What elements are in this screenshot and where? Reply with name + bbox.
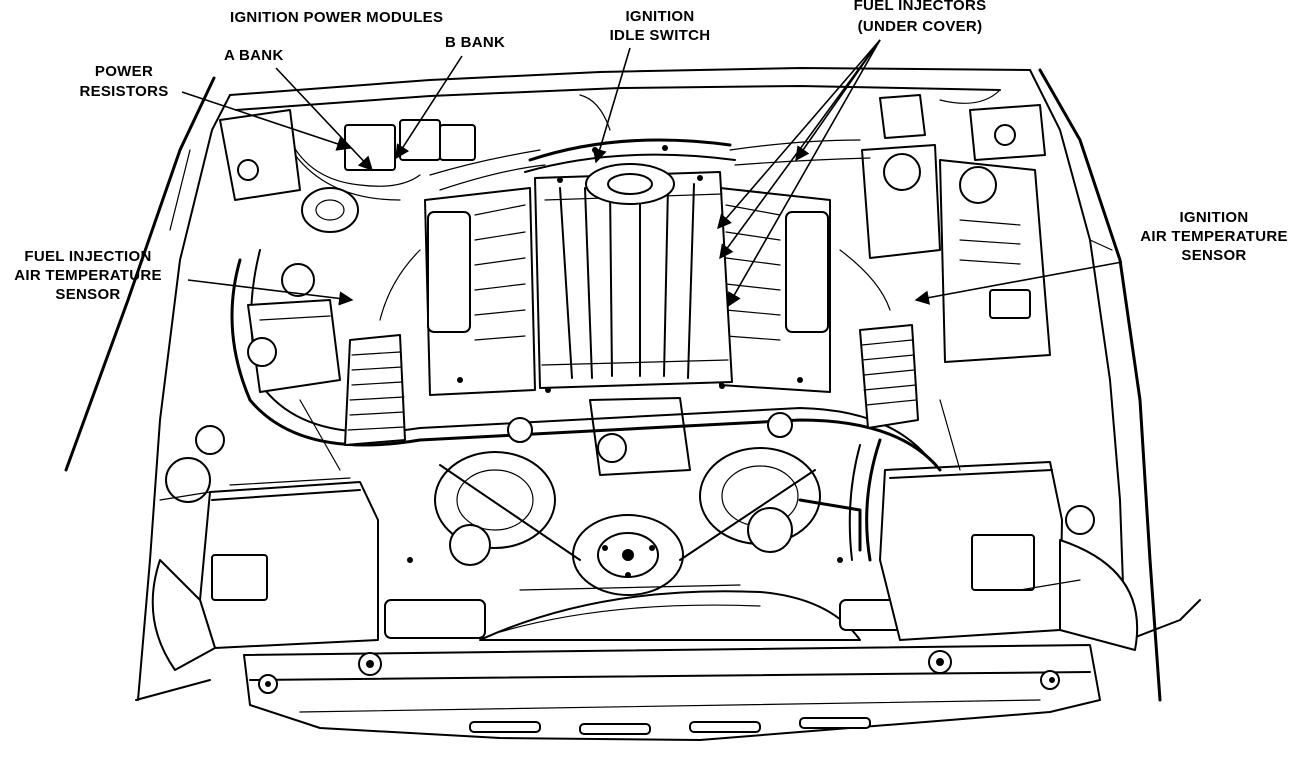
callout-labels: IGNITION POWER MODULES A BANK B BANK IGN… (14, 0, 1288, 303)
label-a-bank: A BANK (224, 47, 284, 64)
right-air-cleaner (879, 461, 1139, 651)
body-outline (64, 67, 1201, 702)
radiator-shroud (384, 590, 951, 641)
leader-fuel-injection-air-temp (187, 279, 354, 306)
label-ignition-idle-switch-line1: IGNITION (625, 8, 694, 25)
label-ignition-air-temp-line1: IGNITION (1179, 209, 1248, 226)
engine-bay-illustration (64, 67, 1201, 741)
label-b-bank: B BANK (445, 34, 505, 51)
leader-fuel-injector-2 (717, 39, 881, 230)
leader-power-resistors (181, 91, 352, 151)
left-reservoir (247, 263, 341, 393)
leader-ignition-idle-switch (592, 47, 631, 164)
leader-lines (181, 39, 1123, 308)
lower-engine (434, 397, 821, 596)
left-intake-duct (344, 334, 406, 446)
leader-b-bank (395, 55, 463, 160)
label-ignition-power-modules: IGNITION POWER MODULES (230, 9, 443, 26)
label-fuel-injectors-line2: (UNDER COVER) (858, 18, 983, 35)
label-fuel-injection-air-temp-line1: FUEL INJECTION (24, 248, 151, 265)
label-ignition-air-temp-line3: SENSOR (1181, 247, 1246, 264)
left-air-cleaner (151, 425, 379, 671)
label-fuel-injection-air-temp-line3: SENSOR (55, 286, 120, 303)
right-coolant-tank (861, 144, 1051, 363)
engine-block (424, 138, 831, 396)
wiring-harness (299, 94, 961, 471)
label-power-resistors-line1: POWER (95, 63, 153, 80)
label-ignition-idle-switch-line2: IDLE SWITCH (610, 27, 711, 44)
right-firewall-components (879, 89, 1046, 161)
leader-fuel-injector-3 (719, 39, 881, 260)
leader-fuel-injector-4 (727, 39, 881, 308)
right-intake-duct (859, 324, 919, 429)
ignition-module-cluster (219, 109, 476, 233)
label-fuel-injection-air-temp-line2: AIR TEMPERATURE (14, 267, 162, 284)
front-crossmember (243, 644, 1101, 741)
label-power-resistors-line2: RESISTORS (79, 83, 168, 100)
leader-ignition-air-temp (914, 261, 1123, 305)
leader-a-bank (275, 67, 373, 172)
label-fuel-injectors-line1: FUEL INJECTORS (854, 0, 987, 14)
label-ignition-air-temp-line2: AIR TEMPERATURE (1140, 228, 1288, 245)
